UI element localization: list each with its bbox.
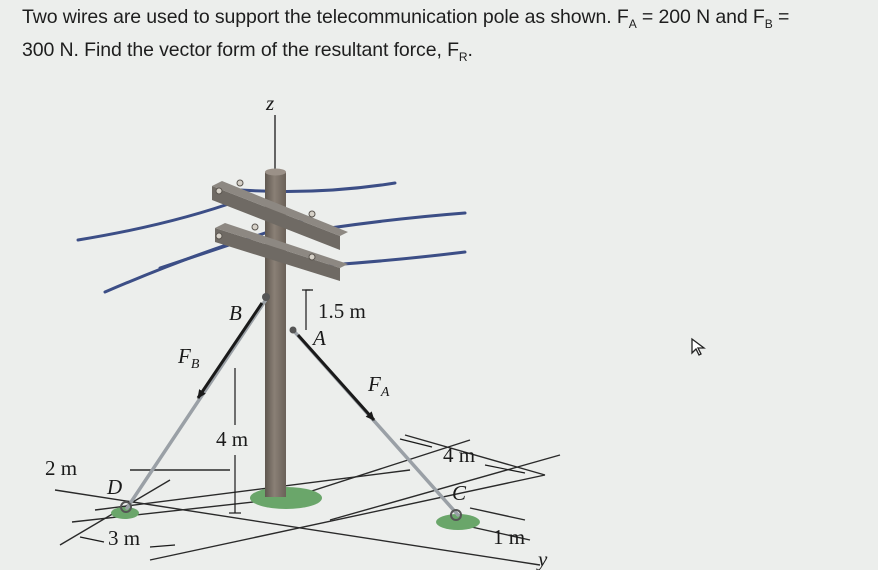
dim-1-label: 1 m [493,525,525,549]
subscript-a: A [628,16,637,31]
point-a-label: A [311,326,326,350]
question-line-1: Two wires are used to support the teleco… [22,4,872,37]
question-fragment: Two wires are used to support the teleco… [22,6,629,28]
force-a-arrow [296,334,376,421]
mouse-cursor-icon [691,337,706,356]
axis-y-label: y [536,547,548,570]
point-c-label: C [452,481,467,505]
attach-b [262,293,270,301]
dim-4-y-label: 4 m [443,443,475,467]
question-fragment: 300 N. Find the vector form of the resul… [22,38,459,61]
force-b-label: FB [177,344,200,372]
point-d-label: D [106,475,122,499]
subscript-r: R [458,49,468,64]
question-fragment: = [772,6,790,28]
anchor-d [120,501,132,513]
dim-1-5-label: 1.5 m [318,299,366,323]
question-line-2: 300 N. Find the vector form of the resul… [22,37,872,70]
attach-a [289,326,297,334]
force-a-label: FA [367,372,390,400]
dimension-lines [79,289,526,548]
force-b-arrow [196,302,264,399]
point-b-label: B [229,301,242,325]
axis-z-label: z [265,91,274,115]
insulators [215,179,316,261]
dim-2-label: 2 m [45,456,77,480]
dim-3-label: 3 m [108,526,140,550]
dim-4-height-label: 4 m [216,427,248,451]
anchor-c [450,509,462,521]
question-fragment: = 200 N and F [636,6,765,28]
subscript-b: B [764,16,773,31]
question-text: Two wires are used to support the teleco… [22,4,872,70]
question-fragment: . [467,38,473,61]
